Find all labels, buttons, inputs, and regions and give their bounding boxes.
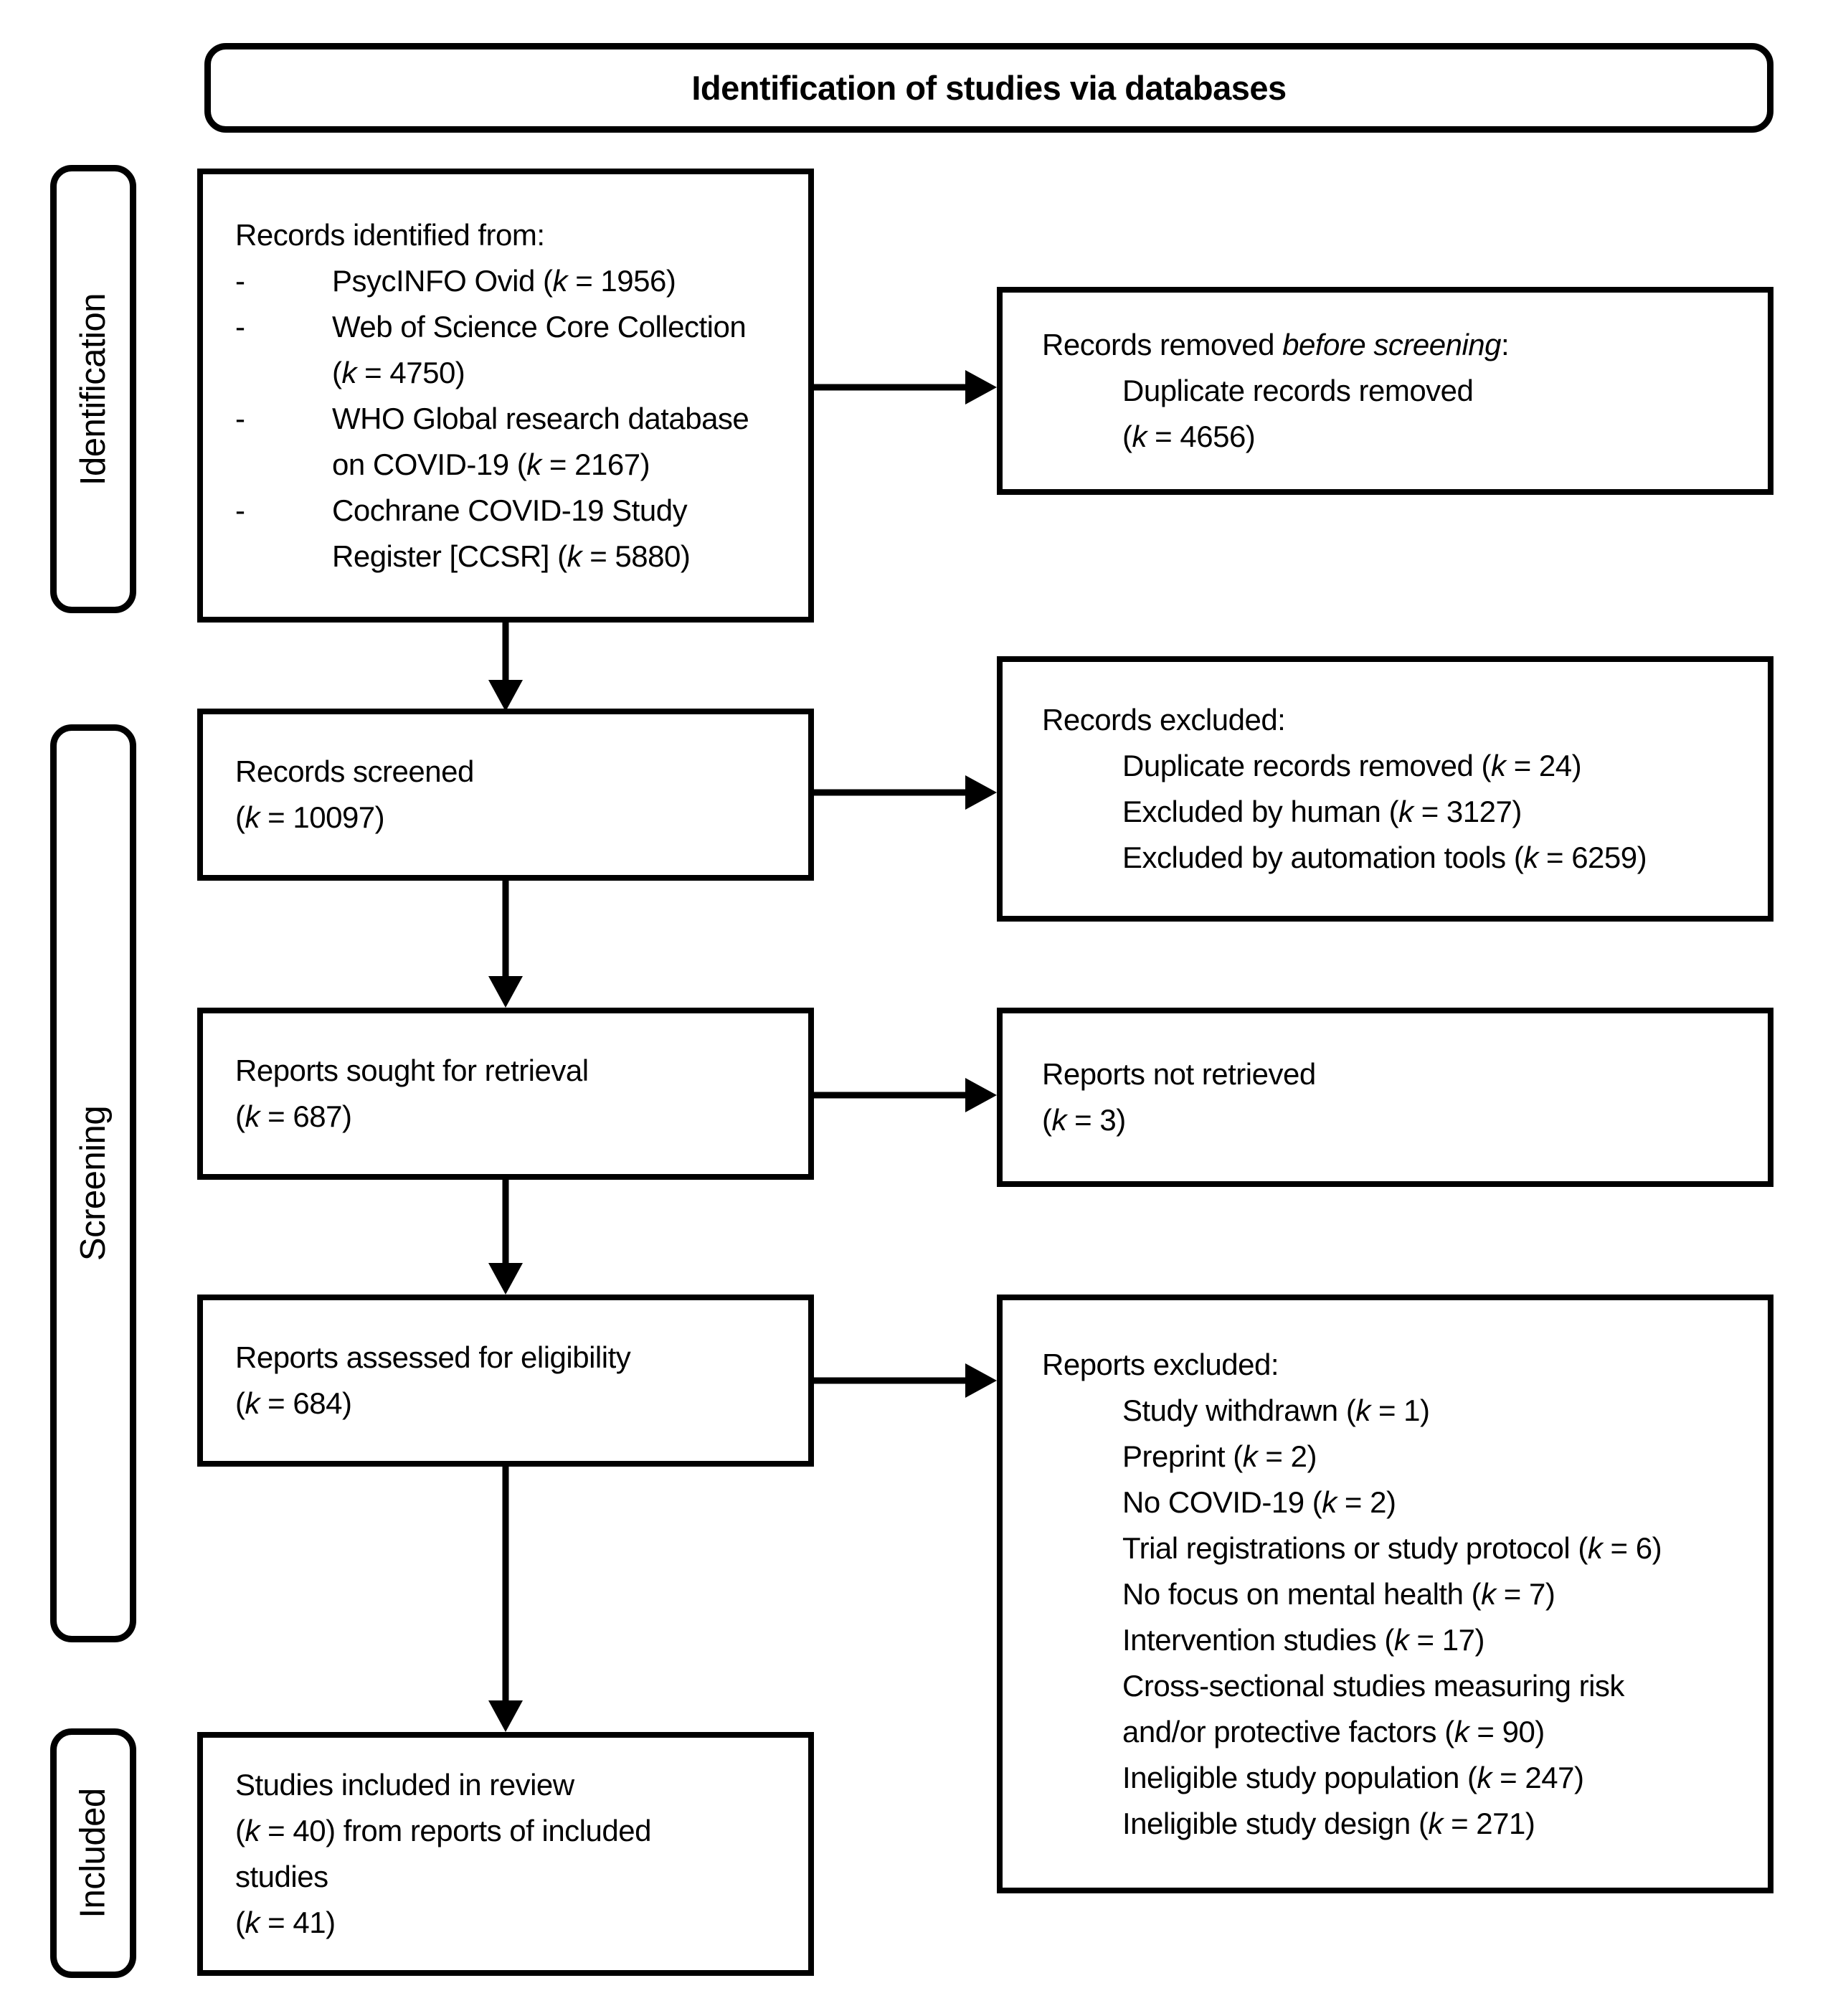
text-line: Records screened bbox=[235, 754, 474, 788]
text-line: (k = 40) from reports of included bbox=[235, 1814, 651, 1847]
arrow-assessed-to-included bbox=[488, 1465, 523, 1732]
reports-assessed-text: Reports assessed for eligibility (k = 684… bbox=[203, 1328, 808, 1434]
arrow-screened-to-sought bbox=[488, 879, 523, 1008]
text-line: Reports sought for retrieval bbox=[235, 1054, 589, 1087]
stage-box-identification: Identification bbox=[50, 165, 136, 613]
flow-box-records-screened: Records screened (k = 10097) bbox=[197, 709, 814, 881]
records-removed-text: Records removed before screening: Duplica… bbox=[1003, 315, 1768, 467]
flow-box-records-identified: Records identified from: -PsycINFO Ovid (… bbox=[197, 169, 814, 623]
text-line: -PsycINFO Ovid (k = 1956) bbox=[235, 258, 794, 304]
text-line: (k = 4656) bbox=[1122, 420, 1256, 453]
text-line: Records excluded: bbox=[1042, 703, 1286, 737]
text-line: Reports not retrieved bbox=[1042, 1057, 1316, 1091]
text-line: Cross-sectional studies measuring risk bbox=[1122, 1668, 1624, 1703]
arrow-identified-to-screened bbox=[488, 623, 523, 711]
text-line: No focus on mental health (k = 7) bbox=[1122, 1576, 1555, 1611]
text-line: Studies included in review bbox=[235, 1768, 574, 1802]
text-line: No COVID-19 (k = 2) bbox=[1122, 1485, 1396, 1519]
text-line: -Cochrane COVID-19 Study bbox=[235, 488, 794, 534]
text-line: Records identified from: bbox=[235, 217, 545, 252]
text-line: (k = 41) bbox=[235, 1906, 336, 1939]
records-identified-text: Records identified from: -PsycINFO Ovid (… bbox=[203, 205, 808, 587]
text-line: Ineligible study design (k = 271) bbox=[1122, 1806, 1535, 1840]
studies-included-text: Studies included in review (k = 40) from … bbox=[203, 1755, 808, 1953]
reports-sought-text: Reports sought for retrieval (k = 687) bbox=[203, 1041, 808, 1147]
text-line: Trial registrations or study protocol (k… bbox=[1122, 1530, 1662, 1565]
stage-box-included: Included bbox=[50, 1728, 136, 1978]
exclusion-box-reports-excluded: Reports excluded: Study withdrawn (k = 1)… bbox=[997, 1295, 1773, 1893]
exclusion-box-records-excluded: Records excluded: Duplicate records remov… bbox=[997, 656, 1773, 922]
text-line: Preprint (k = 2) bbox=[1122, 1439, 1317, 1473]
exclusion-box-records-removed: Records removed before screening: Duplica… bbox=[997, 287, 1773, 495]
records-excluded-text: Records excluded: Duplicate records remov… bbox=[1003, 690, 1768, 888]
bullet-dash: - bbox=[235, 309, 245, 344]
text-line: Reports excluded: bbox=[1042, 1347, 1279, 1381]
text-line: Excluded by automation tools (k = 6259) bbox=[1122, 841, 1647, 874]
text-line: Register [CCSR] (k = 5880) bbox=[332, 539, 691, 573]
text-line: Intervention studies (k = 17) bbox=[1122, 1622, 1484, 1657]
records-screened-text: Records screened (k = 10097) bbox=[203, 742, 808, 848]
text-line: studies bbox=[235, 1860, 328, 1893]
bullet-dash: - bbox=[235, 263, 245, 298]
reports-excluded-text: Reports excluded: Study withdrawn (k = 1)… bbox=[1003, 1335, 1768, 1854]
arrow-sought-to-assessed bbox=[488, 1178, 523, 1295]
arrow-sought-to-not-retrieved bbox=[813, 1078, 997, 1112]
bullet-dash: - bbox=[235, 493, 245, 527]
reports-not-retrieved-text: Reports not retrieved (k = 3) bbox=[1003, 1044, 1768, 1150]
flow-box-studies-included: Studies included in review (k = 40) from … bbox=[197, 1732, 814, 1976]
text-line: Excluded by human (k = 3127) bbox=[1122, 795, 1522, 828]
arrow-screened-to-excluded bbox=[813, 775, 997, 810]
flow-box-reports-assessed: Reports assessed for eligibility (k = 684… bbox=[197, 1295, 814, 1467]
text-line: and/or protective factors (k = 90) bbox=[1122, 1714, 1545, 1748]
text-line: (k = 687) bbox=[235, 1099, 352, 1133]
text-line: (k = 684) bbox=[235, 1386, 352, 1420]
text-line: Reports assessed for eligibility bbox=[235, 1340, 631, 1374]
text-line: -Web of Science Core Collection bbox=[235, 304, 794, 350]
text-line: on COVID-19 (k = 2167) bbox=[332, 447, 650, 481]
page-title: Identification of studies via databases bbox=[691, 69, 1287, 107]
text-line: Duplicate records removed (k = 24) bbox=[1122, 749, 1582, 782]
text-line: Study withdrawn (k = 1) bbox=[1122, 1393, 1430, 1427]
title-box: Identification of studies via databases bbox=[204, 43, 1773, 133]
stage-label-screening: Screening bbox=[74, 1105, 113, 1262]
bullet-dash: - bbox=[235, 401, 245, 435]
arrow-assessed-to-reports-excluded bbox=[813, 1363, 997, 1398]
text-line: -WHO Global research database bbox=[235, 396, 794, 442]
stage-label-identification: Identification bbox=[74, 293, 113, 486]
text-line: (k = 4750) bbox=[332, 355, 465, 389]
flow-box-reports-sought: Reports sought for retrieval (k = 687) bbox=[197, 1008, 814, 1180]
stage-label-included: Included bbox=[74, 1788, 113, 1918]
text-line: Duplicate records removed bbox=[1122, 374, 1474, 407]
text-line: Records removed before screening: bbox=[1042, 328, 1510, 361]
stage-box-screening: Screening bbox=[50, 724, 136, 1642]
text-line: (k = 10097) bbox=[235, 800, 385, 834]
text-line: Ineligible study population (k = 247) bbox=[1122, 1760, 1584, 1794]
arrow-identified-to-removed bbox=[813, 370, 997, 404]
text-line: (k = 3) bbox=[1042, 1103, 1126, 1137]
exclusion-box-reports-not-retrieved: Reports not retrieved (k = 3) bbox=[997, 1008, 1773, 1187]
